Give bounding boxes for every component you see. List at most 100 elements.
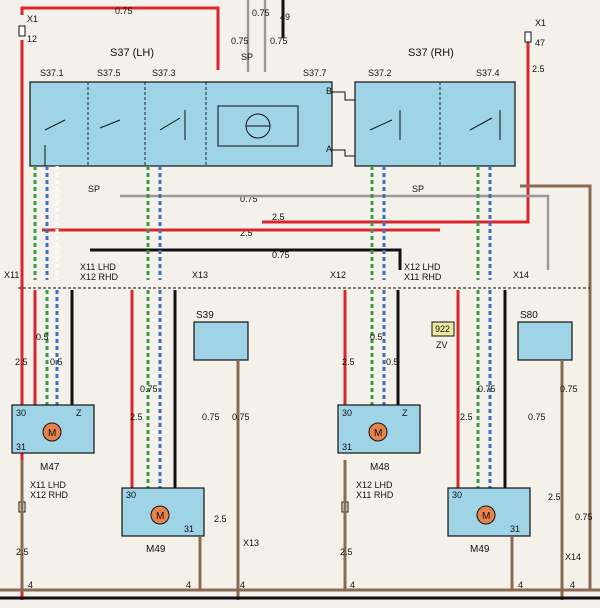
pin-4-f: 4 <box>570 580 575 590</box>
switch-contacts-lh <box>44 110 186 166</box>
pin-b: B <box>326 86 332 96</box>
connector-x13-low: X13 <box>243 538 259 548</box>
wire-label-25-g: 2.5 <box>16 547 29 557</box>
wire-label-075-i: 0.75 <box>560 384 578 394</box>
connector-x12-rhd: X12 RHD <box>80 272 119 282</box>
wire-label-075-top: 0.75 <box>115 6 133 16</box>
feed-wire-red-top <box>20 6 220 70</box>
wire-label-25-f: 2.5 <box>548 492 561 502</box>
switch-s80-label: S80 <box>520 310 538 321</box>
ground-point-sub: ZV <box>436 340 448 350</box>
wire-label-25-mid-b: 2.5 <box>240 228 253 238</box>
ground-point <box>431 321 455 337</box>
connector-x1-right: X1 <box>535 18 546 28</box>
block-s37-3-label: S37.3 <box>152 68 176 78</box>
connector-x14-low: X14 <box>565 552 581 562</box>
motor-m49-right <box>447 487 531 537</box>
sp-label-top: SP <box>241 52 253 62</box>
pin-4-c: 4 <box>240 580 245 590</box>
wire-label-25-a: 2.5 <box>15 357 28 367</box>
connector-x12: X12 <box>330 270 346 280</box>
connector-x13: X13 <box>192 270 208 280</box>
switch-s39-label: S39 <box>196 310 214 321</box>
motor-m49-left-pin31: 31 <box>184 524 194 534</box>
wire-label-075-g: 0.75 <box>478 384 496 394</box>
connector-x1-left-icon <box>18 25 26 37</box>
pin-4-d: 4 <box>350 580 355 590</box>
wire-label-25-right: 2.5 <box>532 64 545 74</box>
pin-49: 49 <box>280 12 290 22</box>
motor-m49-right-label: M49 <box>470 544 490 555</box>
wire-label-05-a: 0.5 <box>36 332 49 342</box>
connector-x1-right-pin: 47 <box>535 38 545 48</box>
motor-m47-z: Z <box>76 408 82 418</box>
ground-point-label: 922 <box>435 324 450 334</box>
motor-m49-right-pin31: 31 <box>510 524 520 534</box>
wire-label-075-c: 0.75 <box>270 36 288 46</box>
block-s37-1-label: S37.1 <box>40 68 64 78</box>
switch-block-s37-rh <box>354 81 516 167</box>
connector-x11-rhd-low: X11 RHD <box>356 490 394 500</box>
motor-m49-right-pin30: 30 <box>452 490 462 500</box>
motor-m49-left-label: M49 <box>146 544 166 555</box>
motor-m48-icon <box>368 422 388 442</box>
motor-m48-symbol: M <box>374 428 382 439</box>
motor-m47-pin30: 30 <box>16 408 26 418</box>
connector-x1-left-pin: 12 <box>27 34 37 44</box>
connector-x1-left: X1 <box>27 14 38 24</box>
motor-m49-left-icon <box>150 505 170 525</box>
wire-label-25-mid-a: 2.5 <box>272 212 285 222</box>
wire-label-075-f: 0.75 <box>232 412 250 422</box>
wire-label-075-b: 0.75 <box>252 8 270 18</box>
motor-m49-right-symbol: M <box>482 511 490 522</box>
block-s37-7-label: S37.7 <box>303 68 327 78</box>
connector-x1-right-icon <box>524 31 532 43</box>
switch-contacts-rh <box>369 110 501 140</box>
switch-s80 <box>517 321 573 361</box>
motor-m47-icon <box>42 422 62 442</box>
motor-m47-pin31: 31 <box>16 442 26 452</box>
switch-block-s37-lh <box>29 81 333 167</box>
connector-x11-lhd-low: X11 LHD <box>30 480 66 490</box>
block-s37-2-label: S37.2 <box>368 68 392 78</box>
wire-label-05-d: 0.5 <box>386 357 399 367</box>
pin-a: A <box>326 144 332 154</box>
pin-4-e: 4 <box>518 580 523 590</box>
wire-label-075-mid: 0.75 <box>240 194 258 204</box>
wire-label-075-mid-b: 0.75 <box>272 250 290 260</box>
pin-4-a: 4 <box>28 580 33 590</box>
pin-4-b: 4 <box>186 580 191 590</box>
connector-x11-rhd: X11 RHD <box>404 272 442 282</box>
wire-label-075-a: 0.75 <box>231 36 249 46</box>
connector-x12-rhd-low: X12 RHD <box>30 490 69 500</box>
block-s37-5-label: S37.5 <box>97 68 121 78</box>
motor-m48-pin31: 31 <box>342 442 352 452</box>
wire-label-25-h: 2.5 <box>340 547 353 557</box>
sp-label-lh: SP <box>88 184 100 194</box>
wire-label-25-d: 2.5 <box>342 357 355 367</box>
wire-label-25-b: 2.5 <box>130 412 143 422</box>
mirror-switch-body <box>217 105 299 147</box>
motor-m49-left-pin30: 30 <box>126 490 136 500</box>
block-s37-4-label: S37.4 <box>476 68 500 78</box>
connector-x14: X14 <box>513 270 529 280</box>
wire-label-05-c: 0.5 <box>370 332 383 342</box>
wire-label-075-j: 0.75 <box>575 512 593 522</box>
wire-label-075-h: 0.75 <box>528 412 546 422</box>
motor-m48-z: Z <box>402 408 408 418</box>
wire-label-075-d: 0.75 <box>140 384 158 394</box>
feed-wire-red-x1-right <box>262 40 530 224</box>
motor-m49-left-symbol: M <box>156 511 164 522</box>
connector-x11-lhd: X11 LHD <box>80 262 116 272</box>
connector-x12-lhd: X12 LHD <box>404 262 441 272</box>
sp-label-rh: SP <box>412 184 424 194</box>
motor-m48-pin30: 30 <box>342 408 352 418</box>
block-s37-rh-title: S37 (RH) <box>408 47 454 59</box>
block-s37-lh-title: S37 (LH) <box>110 47 154 59</box>
wire-label-25-c: 2.5 <box>214 514 227 524</box>
connector-x12-lhd-low: X12 LHD <box>356 480 393 490</box>
connector-x11: X11 <box>4 270 19 280</box>
motor-m49-right-icon <box>476 505 496 525</box>
wire-label-075-e: 0.75 <box>202 412 220 422</box>
